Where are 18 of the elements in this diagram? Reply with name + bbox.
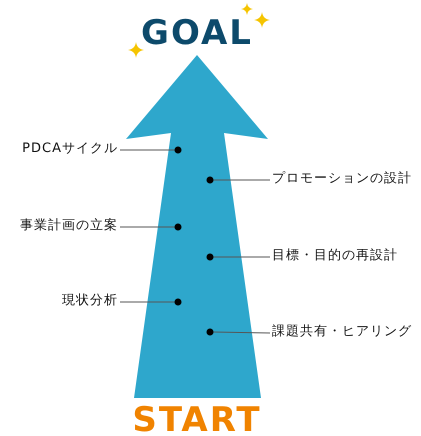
leader-line	[213, 256, 270, 258]
dot	[206, 176, 214, 184]
step-label: プロモーションの設計	[272, 170, 412, 188]
step-label: PDCAサイクル	[22, 140, 118, 158]
dot	[206, 328, 214, 336]
dot	[206, 254, 214, 260]
start-label: START	[122, 399, 272, 436]
leader-line	[120, 226, 175, 228]
step-label: 現状分析	[62, 292, 118, 310]
dot	[174, 146, 182, 154]
step-label: 目標・目的の再設計	[272, 247, 398, 265]
dot	[174, 298, 182, 306]
dot	[174, 224, 182, 230]
block-arrow	[126, 55, 268, 398]
leader-line	[213, 332, 270, 334]
step-label: 課題共有・ヒアリング	[272, 323, 412, 341]
goal-label: GOAL	[137, 12, 257, 54]
step-label: 事業計画の立案	[20, 217, 118, 235]
